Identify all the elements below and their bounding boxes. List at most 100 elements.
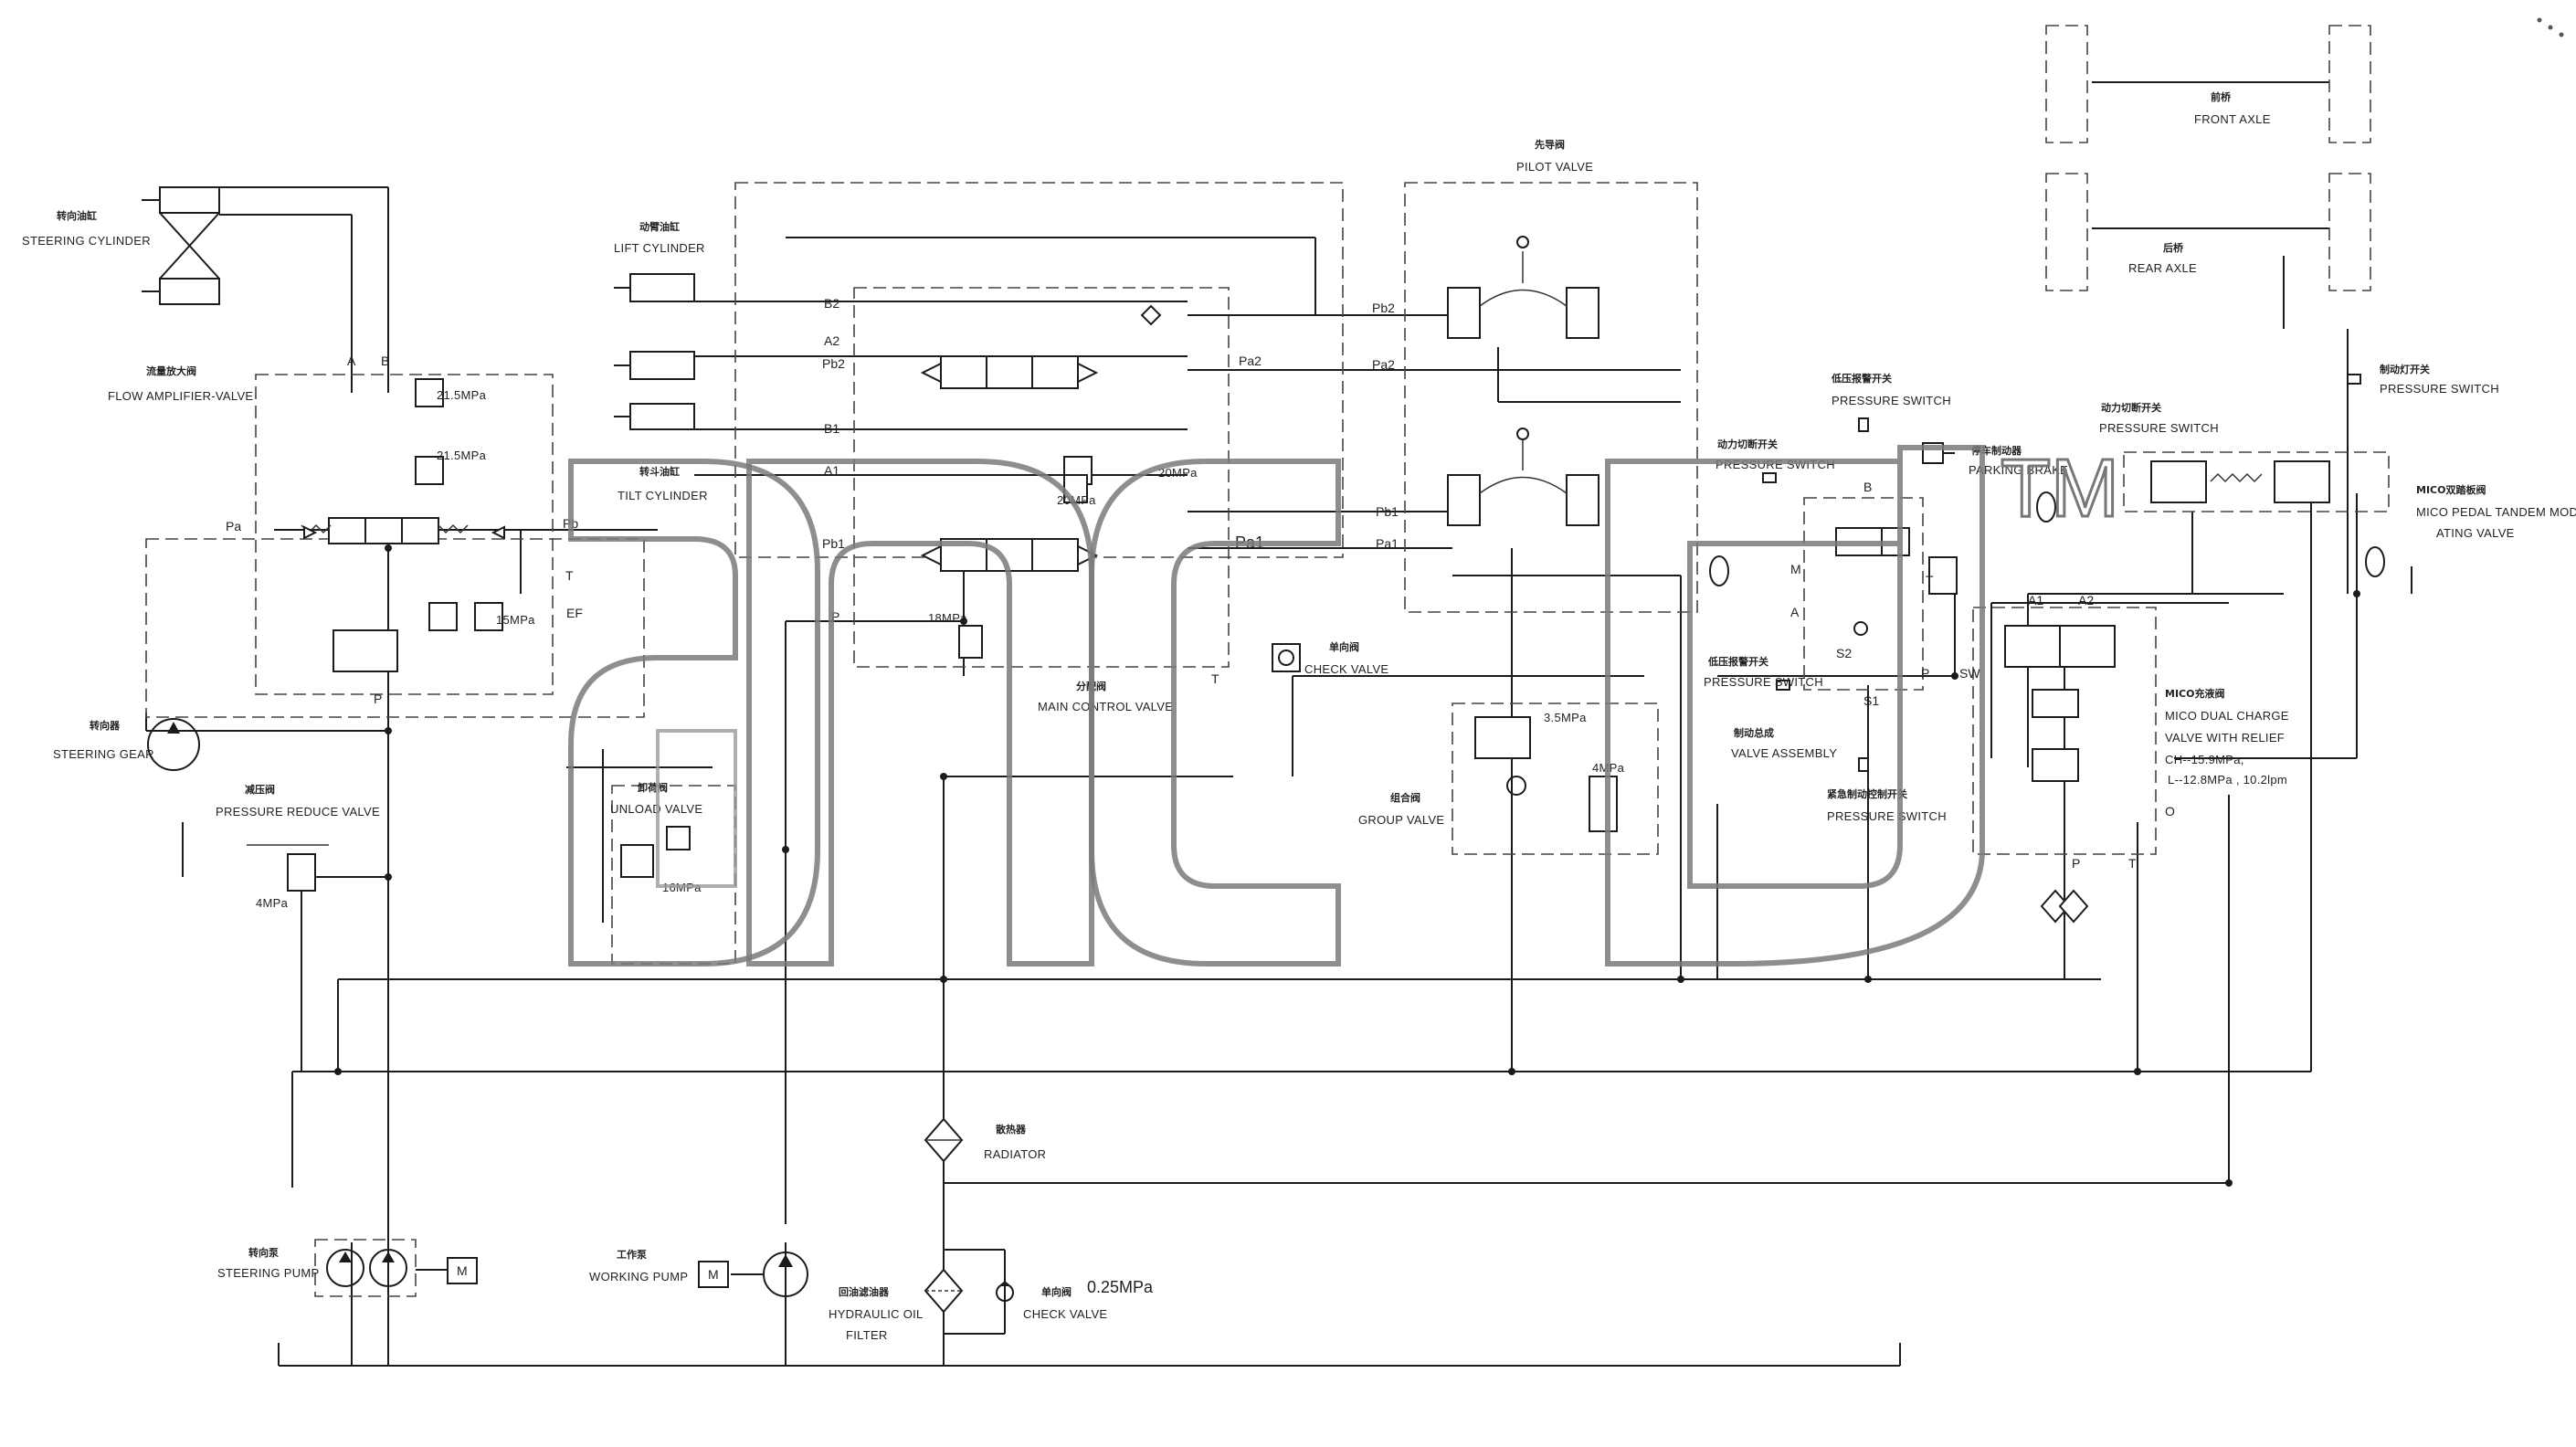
radiator-label: RADIATOR: [984, 1147, 1046, 1161]
port-T-main: T: [1211, 671, 1219, 686]
lift-cylinder-symbol: [614, 273, 695, 380]
steering-pump-cn: 转向泵: [248, 1246, 279, 1259]
group-valve-symbol: [1474, 716, 1618, 832]
check-valve-bottom-symbol: [996, 1281, 1014, 1302]
pressure-switch-4-label: PRESSURE SWITCH: [1827, 809, 1947, 823]
group-valve-cn: 组合阀: [1390, 791, 1420, 804]
motor-steering: M: [457, 1263, 468, 1278]
corner-mark: [2537, 17, 2564, 37]
working-pump-symbol: [698, 1252, 808, 1297]
port-A2-mico: A2: [2078, 593, 2094, 607]
port-M-brake: M: [1790, 562, 1801, 576]
radiator-cn: 散热器: [996, 1123, 1027, 1135]
pressure-switch-1-label: PRESSURE SWITCH: [1832, 394, 1951, 407]
check-valve-bottom-cn: 单向阀: [1041, 1285, 1072, 1298]
pressure-reduce-label: PRESSURE REDUCE VALVE: [216, 805, 380, 819]
watermark-tm: TM: [2001, 443, 2119, 534]
pressure-35: 3.5MPa: [1544, 711, 1587, 724]
port-B2: B2: [824, 296, 839, 311]
valve-assembly-label: VALVE ASSEMBLY: [1731, 746, 1837, 760]
pressure-reduce-cn: 减压阀: [245, 783, 275, 796]
port-EF: EF: [566, 606, 583, 620]
mico-pedal-enclosure: [2123, 451, 2390, 512]
tilt-cylinder-label: TILT CYLINDER: [618, 489, 708, 502]
mico-pedal-symbol: [2150, 460, 2330, 503]
steering-cylinder-label: STEERING CYLINDER: [22, 234, 151, 248]
port-Pb2-pilot: Pb2: [1372, 301, 1395, 315]
mico-pedal-label-1: MICO PEDAL TANDEM MODUL: [2416, 505, 2576, 519]
check-valve-top-symbol: [1272, 643, 1301, 672]
check-valve-top-label: CHECK VALVE: [1304, 662, 1388, 676]
pressure-settings: 21.5MPa 21.5MPa 15MPa 4MPa 18MPa 20MPa 2…: [256, 388, 1624, 1296]
port-P-brake: P: [1921, 666, 1929, 681]
port-S2: S2: [1836, 646, 1852, 660]
pilot-valve-cn: 先导阀: [1535, 138, 1565, 151]
front-axle-label: FRONT AXLE: [2194, 112, 2271, 126]
mico-charge-enclosure: [1972, 607, 2157, 855]
pressure-18: 18MPa: [928, 611, 967, 625]
check-valve-top-cn: 单向阀: [1329, 640, 1359, 653]
hydraulic-filter-label-1: HYDRAULIC OIL: [829, 1307, 924, 1321]
port-T: T: [565, 568, 574, 583]
port-Pa2-pilot: Pa2: [1372, 357, 1395, 372]
piping: [145, 81, 2412, 1367]
front-axle-cn: 前桥: [2211, 90, 2232, 103]
port-A2: A2: [824, 333, 839, 348]
pressure-215-b: 21.5MPa: [437, 449, 487, 462]
mico-pedal-label-2: ATING VALVE: [2436, 526, 2515, 540]
group-valve-label: GROUP VALVE: [1358, 813, 1444, 827]
port-A1: A1: [824, 463, 839, 478]
mico-charge-cn: MICO充液阀: [2165, 687, 2224, 700]
labels: 转向油缸 STEERING CYLINDER 流量放大阀 FLOW AMPLIF…: [22, 90, 2576, 1342]
flow-amplifier-spool: [301, 378, 505, 672]
mico-charge-label-4: L--12.8MPa , 10.2lpm: [2168, 773, 2287, 787]
pressure-switch-1-cn: 低压报警开关: [1831, 372, 1892, 385]
steering-pump-symbol: [314, 1239, 478, 1297]
motor-working: M: [708, 1267, 719, 1282]
steering-cylinder-cn: 转向油缸: [57, 209, 97, 222]
pilot-valve-label: PILOT VALVE: [1516, 160, 1593, 174]
pressure-switch-3-cn: 低压报警开关: [1707, 655, 1768, 668]
accumulators: [1709, 491, 2385, 586]
rear-axle-label: REAR AXLE: [2128, 261, 2197, 275]
pressure-switch-symbols: [1762, 374, 2361, 772]
pressure-switch-3-label: PRESSURE SWITCH: [1704, 675, 1823, 689]
pressure-switch-5-cn: 制动灯开关: [2380, 363, 2430, 375]
port-Pb1-pilot: Pb1: [1376, 504, 1399, 519]
port-T-brake: T: [1926, 573, 1934, 587]
tilt-cylinder-symbol: [614, 403, 695, 430]
mico-pedal-cn: MICO双踏板阀: [2416, 483, 2486, 496]
port-Pa2: Pa2: [1239, 354, 1262, 368]
port-P-mico: P: [2072, 856, 2080, 871]
unload-valve-symbol: [620, 826, 691, 878]
group-valve-enclosure: [1452, 702, 1659, 855]
port-A-brake: A: [1790, 605, 1800, 619]
port-Pb2: Pb2: [822, 356, 845, 371]
pressure-025: 0.25MPa: [1087, 1278, 1154, 1296]
valve-assembly-cn: 制动总成: [1734, 726, 1774, 739]
radiator-symbol: [924, 1117, 964, 1163]
pressure-switch-2-cn: 动力切断开关: [1717, 438, 1778, 450]
mico-charge-label-3: CH--15.9MPa,: [2165, 753, 2244, 766]
port-P-main: P: [831, 609, 839, 624]
port-S1: S1: [1863, 693, 1879, 708]
port-A1-mico: A1: [2028, 593, 2043, 607]
port-labels: A B Pa Pb T EF P B2 A2 Pb2 B1 A1 Pb1 P T…: [226, 296, 2175, 1282]
pressure-switch-6-cn: 动力切断开关: [2101, 401, 2161, 414]
port-A: A: [347, 354, 356, 368]
mico-charge-label-1: MICO DUAL CHARGE: [2165, 709, 2289, 723]
steering-gear-label: STEERING GEAR: [53, 747, 154, 761]
tilt-cylinder-cn: 转斗油缸: [639, 465, 680, 478]
port-Pa: Pa: [226, 519, 241, 533]
check-valve-bottom-label: CHECK VALVE: [1023, 1307, 1107, 1321]
unload-valve-cn: 卸荷阀: [638, 781, 668, 794]
lift-cylinder-cn: 动臂油缸: [639, 220, 680, 233]
watermark-logo: TM: [568, 442, 2120, 966]
mico-charge-symbol: [2004, 625, 2116, 924]
rear-axle-cn: 后桥: [2163, 241, 2184, 254]
port-B1: B1: [824, 421, 839, 436]
pressure-4: 4MPa: [256, 896, 289, 910]
filter-symbol: [924, 1268, 964, 1314]
pressure-switch-4-cn: 紧急制动控制开关: [1827, 787, 1907, 800]
